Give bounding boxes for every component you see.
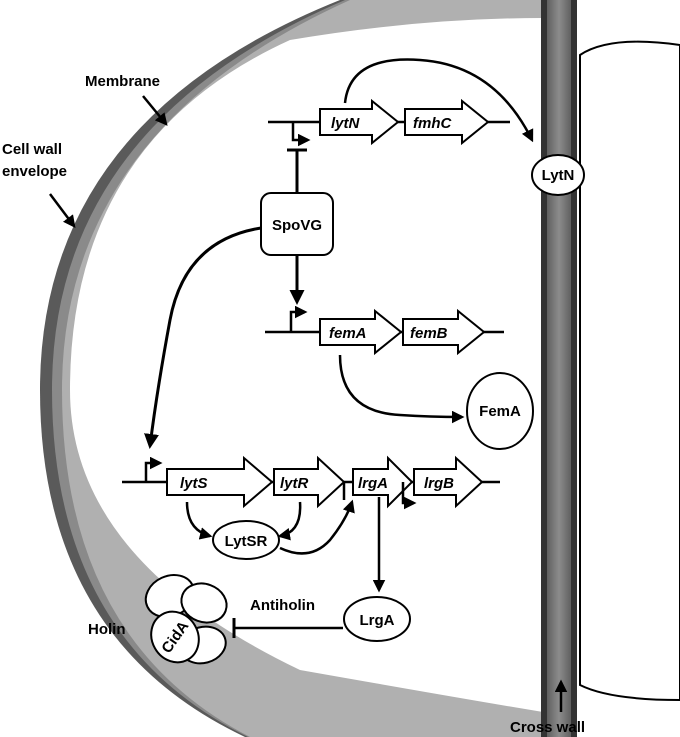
gene-lytS [166,455,274,509]
gene-lrgA-label: lrgA [358,475,388,492]
operon-femA-femB: femA femB [265,305,504,356]
cross-wall-label: Cross wall [510,719,585,736]
promoter-lytS [144,456,163,482]
operon-lytS-lytR-lrgA-lrgB: lytS lytR lrgA lrgB [122,455,500,510]
antiholin-label: Antiholin [250,597,315,614]
lrgA-protein [343,596,411,642]
membrane-label: Membrane [85,73,160,90]
lytN-protein-label: LytN [542,167,575,184]
lytN-protein [531,154,585,196]
promoter-lytN [291,122,311,147]
lytSR-protein [212,520,280,560]
gene-fmhC [404,98,490,146]
cell-wall-envelope-label-line1: Cell wall [2,141,62,158]
gene-femB [402,308,486,356]
gene-femA [319,308,403,356]
membrane-pointer-arrow [142,95,168,126]
gene-lytN-label: lytN [331,115,361,132]
gene-lytR-label: lytR [280,475,309,492]
femA-protein [466,372,534,450]
cidA-protein [150,610,200,664]
cell-wall-envelope-label-line2: envelope [2,163,67,180]
neighbor-cell [579,40,680,702]
operon-lytN-fmhC: lytN fmhC [268,98,510,147]
spoVG-protein-label: SpoVG [272,217,322,234]
femA-expression-arrow [338,354,465,424]
femA-protein-label: FemA [479,403,521,420]
gene-lrgB-label: lrgB [424,475,454,492]
gene-femA-label: femA [329,325,367,342]
promoter-femA [289,305,308,332]
lytSR-protein-label: LytSR [225,533,268,550]
lytR-to-lytSR-arrow [277,501,302,541]
lytS-to-lytSR-arrow [185,501,213,540]
spoVG-lytS-activation-arrow [144,226,262,449]
lrgA-protein-label: LrgA [360,612,395,629]
promoter-lrgB [401,482,417,510]
lytN-export-arrow [343,58,534,143]
gene-lytR [273,455,346,509]
holin-label: Holin [88,621,126,638]
gene-lrgB [413,455,484,509]
cell-wall-envelope-pointer-arrow [49,193,76,228]
gene-lytS-label: lytS [180,475,208,492]
lytSR-activation-arrow [279,499,355,555]
gene-fmhC-label: fmhC [413,115,452,132]
gene-lrgA [352,455,414,509]
cell-interior [70,18,543,712]
gene-femB-label: femB [410,325,448,342]
gene-lytN [319,98,400,146]
holin-complex: CidA [144,574,228,665]
